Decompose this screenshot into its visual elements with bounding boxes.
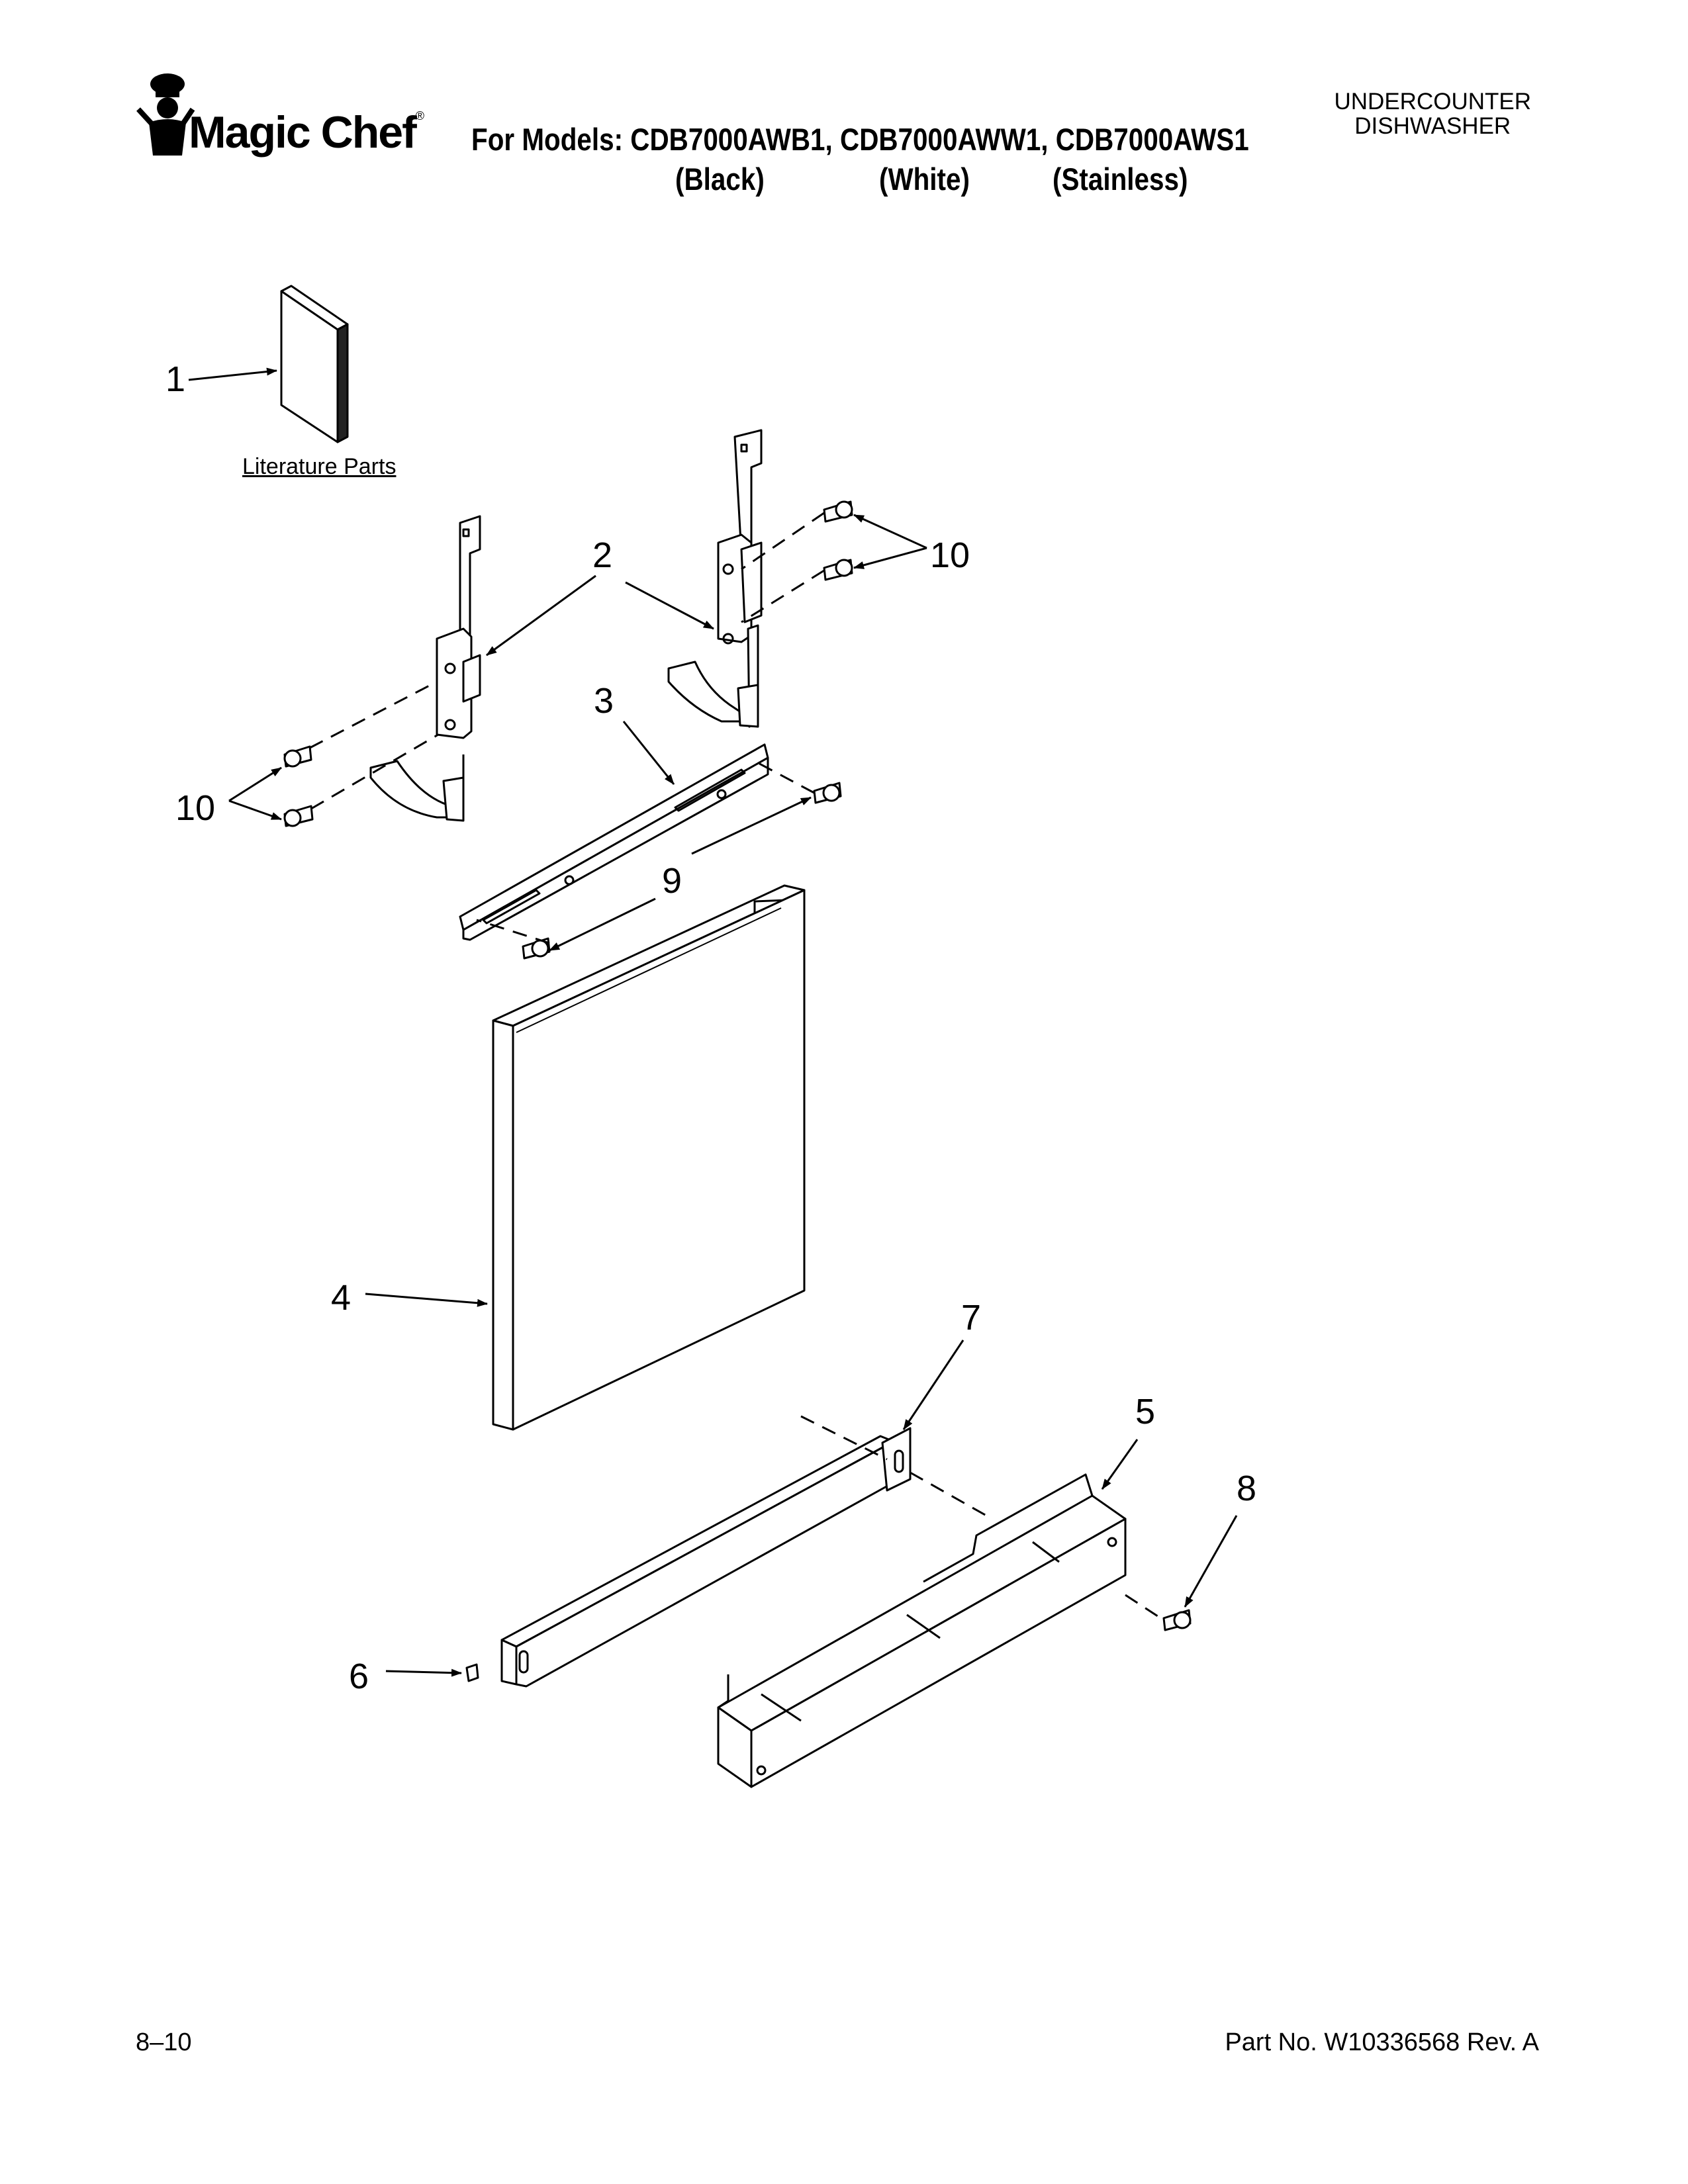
variant-stainless: (Stainless) (1053, 161, 1188, 197)
right-hinge-bracket (667, 429, 763, 728)
left-hinge-bracket (369, 515, 481, 822)
literature-booklet (280, 285, 349, 443)
screw-10-left-lower (283, 805, 314, 827)
models-line: For Models: CDB7000AWB1, CDB7000AWW1, CD… (471, 122, 1249, 157)
callout-7: 7 (961, 1298, 982, 1338)
category-line-1: UNDERCOUNTER (1334, 89, 1532, 114)
screw-9-right (813, 782, 842, 804)
callout-10-right: 10 (930, 535, 970, 575)
clip-part-6 (465, 1663, 479, 1682)
category-line-2: DISHWASHER (1354, 113, 1511, 139)
callout-9: 9 (662, 861, 682, 901)
hinge-support-plate (459, 743, 769, 941)
callout-10-left: 10 (175, 788, 216, 828)
screw-10-left-upper (283, 745, 312, 768)
screw-9-left (522, 937, 551, 960)
callout-3: 3 (594, 681, 614, 721)
brand-name: Magic Chef® (189, 107, 424, 158)
callout-2: 2 (592, 535, 613, 575)
literature-parts-label: Literature Parts (242, 454, 397, 479)
chef-icon (136, 73, 195, 156)
screw-10-right-lower (823, 559, 853, 581)
callout-1: 1 (165, 359, 186, 399)
callout-4: 4 (331, 1278, 352, 1318)
page-number: 8–10 (136, 2028, 192, 2056)
product-category: UNDERCOUNTER DISHWASHER (1335, 89, 1532, 138)
door-panel (492, 884, 806, 1431)
lower-bracket (717, 1473, 1127, 1788)
variant-black: (Black) (675, 161, 765, 197)
callout-5: 5 (1135, 1392, 1156, 1432)
lower-panel (500, 1427, 912, 1688)
callout-8: 8 (1237, 1469, 1257, 1508)
part-number: Part No. W10336568 Rev. A (1225, 2028, 1539, 2056)
screw-8 (1162, 1609, 1192, 1631)
screw-10-right-upper (823, 500, 853, 523)
callout-6: 6 (349, 1657, 369, 1696)
variant-white: (White) (879, 161, 970, 197)
brand-logo (136, 69, 195, 165)
